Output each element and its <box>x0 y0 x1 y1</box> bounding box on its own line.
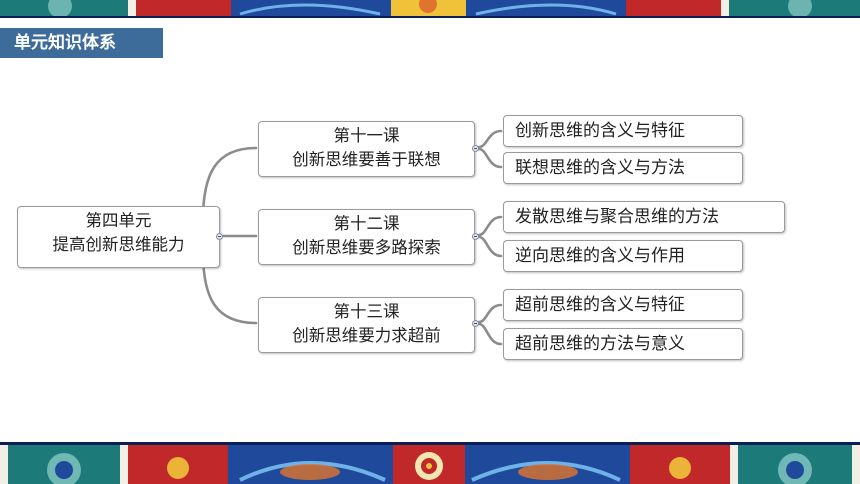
topic-node[interactable]: 超前思维的方法与意义 <box>503 328 743 360</box>
bottom-decorative-border <box>0 442 860 484</box>
connector-lesson3-topic-2 <box>477 322 503 346</box>
collapse-icon[interactable] <box>472 320 479 327</box>
lesson-title: 第十一课 <box>333 126 400 145</box>
collapse-icon[interactable] <box>472 145 479 152</box>
root-node[interactable]: 第四单元 提高创新思维能力 <box>17 206 220 268</box>
lesson-node-11[interactable]: 第十一课 创新思维要善于联想 <box>258 121 475 177</box>
connector-lesson3-topic-1 <box>477 303 503 324</box>
topic-node[interactable]: 超前思维的含义与特征 <box>503 289 743 321</box>
topic-node[interactable]: 创新思维的含义与特征 <box>503 115 743 147</box>
lesson-node-13[interactable]: 第十三课 创新思维要力求超前 <box>258 297 475 353</box>
section-title: 单元知识体系 <box>0 28 163 58</box>
connector-lesson1-topic-2 <box>477 147 503 169</box>
lesson-subtitle: 创新思维要力求超前 <box>292 326 441 345</box>
connector-lesson1-topic-1 <box>477 129 503 149</box>
lesson-node-12[interactable]: 第十二课 创新思维要多路探索 <box>258 209 475 265</box>
collapse-icon[interactable] <box>216 233 223 240</box>
topic-node[interactable]: 逆向思维的含义与作用 <box>503 240 743 272</box>
root-line-2: 提高创新思维能力 <box>52 235 185 254</box>
lesson-subtitle: 创新思维要善于联想 <box>292 150 441 169</box>
lesson-title: 第十二课 <box>333 214 400 233</box>
lesson-title: 第十三课 <box>333 302 400 321</box>
topic-node[interactable]: 发散思维与聚合思维的方法 <box>503 201 785 233</box>
topic-node[interactable]: 联想思维的含义与方法 <box>503 152 743 184</box>
root-line-1: 第四单元 <box>85 211 152 230</box>
top-decorative-border <box>0 0 860 18</box>
connector-lesson2-topic-2 <box>477 235 503 258</box>
collapse-icon[interactable] <box>472 233 479 240</box>
connector-lesson2-topic-1 <box>477 215 503 237</box>
lesson-subtitle: 创新思维要多路探索 <box>292 238 441 257</box>
